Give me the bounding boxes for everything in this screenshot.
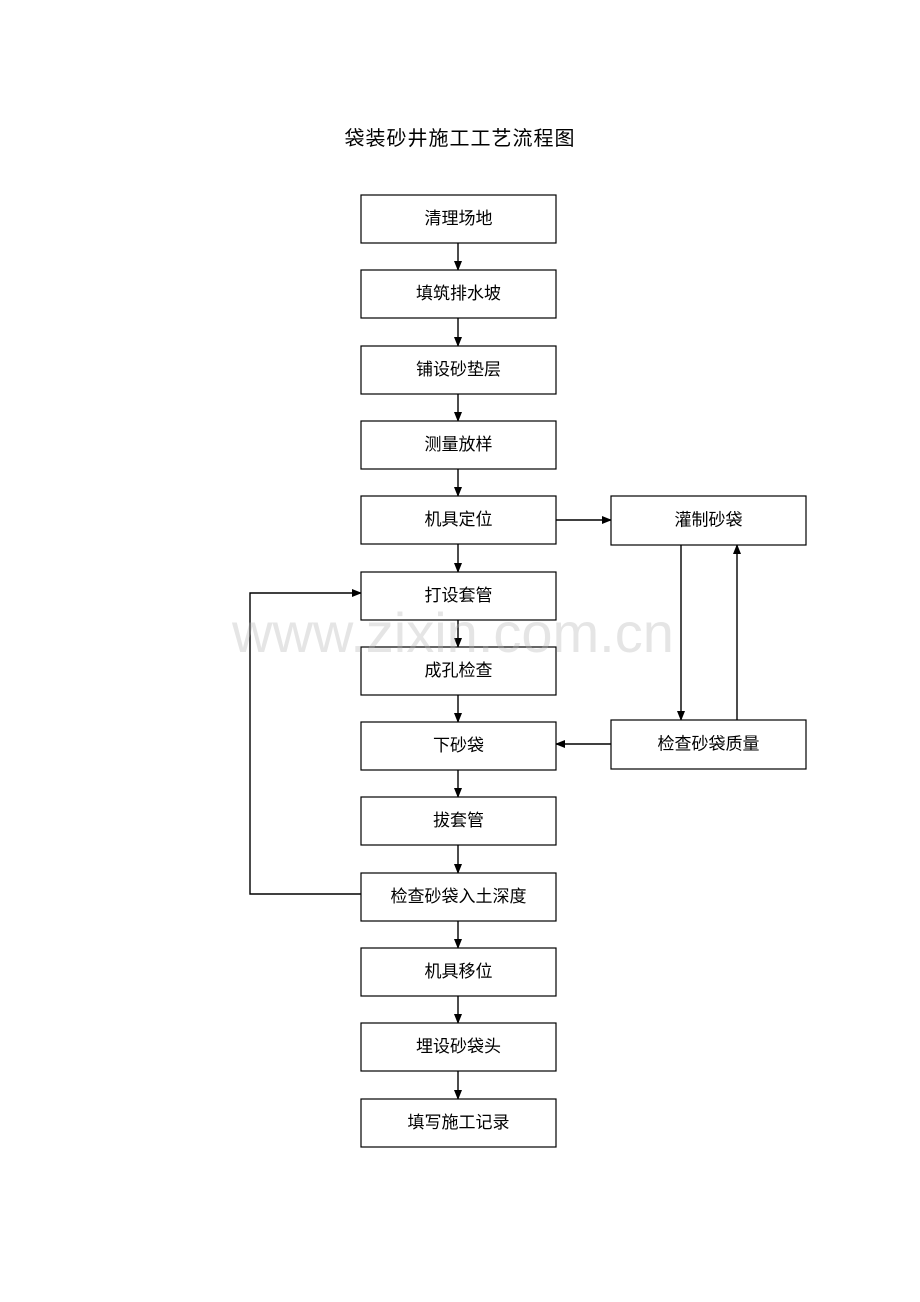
step-box-3: 测量放样	[360, 420, 557, 470]
step-box-border	[360, 1098, 557, 1148]
step-box-12: 填写施工记录	[360, 1098, 557, 1148]
step-label: 铺设砂垫层	[416, 360, 501, 380]
step-box-border	[360, 269, 557, 319]
step-box-border	[360, 345, 557, 395]
loop-arrow-to-drive-casing	[249, 589, 362, 895]
step-box-1: 填筑排水坡	[360, 269, 557, 319]
step-box-9: 检查砂袋入土深度	[360, 872, 557, 922]
step-box-5: 打设套管	[360, 571, 557, 621]
step-box-border	[610, 495, 807, 546]
side-step-box-0: 灌制砂袋	[610, 495, 807, 546]
step-box-4: 机具定位	[360, 495, 557, 545]
step-box-border	[360, 872, 557, 922]
step-box-border	[360, 571, 557, 621]
side-step-box-1: 检查砂袋质量	[610, 719, 807, 770]
step-box-2: 铺设砂垫层	[360, 345, 557, 395]
step-box-border	[360, 194, 557, 244]
step-box-border	[360, 796, 557, 846]
step-box-border	[610, 719, 807, 770]
step-label: 成孔检查	[425, 661, 493, 681]
step-label: 清理场地	[425, 209, 493, 229]
step-box-border	[360, 947, 557, 997]
step-box-11: 埋设砂袋头	[360, 1022, 557, 1072]
step-box-border	[360, 420, 557, 470]
step-label: 埋设砂袋头	[416, 1037, 501, 1057]
step-label: 检查砂袋质量	[658, 735, 760, 755]
step-box-border	[360, 1022, 557, 1072]
step-box-border	[360, 495, 557, 545]
step-box-10: 机具移位	[360, 947, 557, 997]
step-box-0: 清理场地	[360, 194, 557, 244]
step-box-border	[360, 721, 557, 771]
step-label: 填写施工记录	[408, 1113, 510, 1133]
step-box-border	[360, 646, 557, 696]
step-label: 下砂袋	[433, 736, 484, 756]
step-label: 测量放样	[425, 435, 493, 455]
step-box-6: 成孔检查	[360, 646, 557, 696]
step-label: 打设套管	[425, 586, 493, 606]
step-box-7: 下砂袋	[360, 721, 557, 771]
step-label: 灌制砂袋	[675, 511, 743, 531]
step-label: 填筑排水坡	[416, 284, 501, 304]
step-label: 检查砂袋入土深度	[391, 887, 527, 907]
step-box-8: 拔套管	[360, 796, 557, 846]
step-label: 机具定位	[425, 510, 493, 530]
step-label: 机具移位	[425, 962, 493, 982]
step-label: 拔套管	[433, 811, 484, 831]
diagram-title: 袋装砂井施工工艺流程图	[344, 126, 576, 150]
